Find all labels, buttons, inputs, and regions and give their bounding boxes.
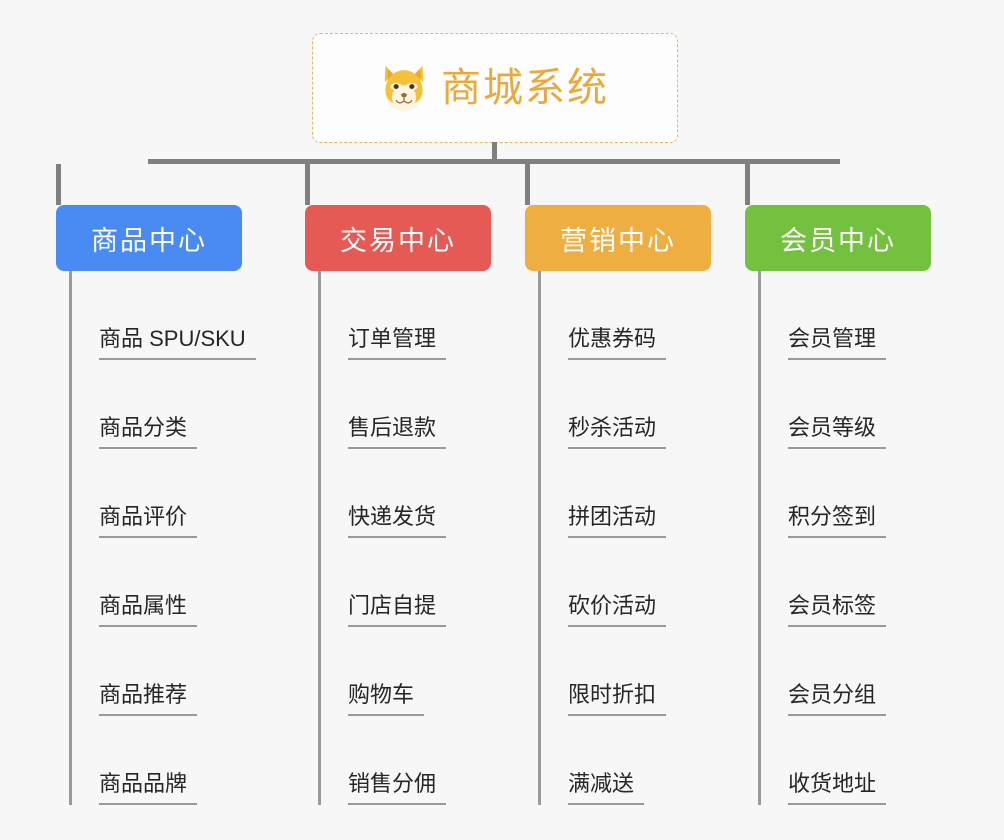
leaf-label: 秒杀活动 xyxy=(568,414,667,449)
list-item[interactable]: 会员分组 xyxy=(758,627,887,716)
list-item[interactable]: 收货地址 xyxy=(758,716,887,805)
list-item[interactable]: 商品推荐 xyxy=(69,627,256,716)
list-item[interactable]: 销售分佣 xyxy=(318,716,447,805)
connector-root-stem xyxy=(492,142,497,164)
list-item[interactable]: 售后退款 xyxy=(318,360,447,449)
leaf-label: 积分签到 xyxy=(788,503,887,538)
list-item[interactable]: 商品品牌 xyxy=(69,716,256,805)
list-item[interactable]: 商品评价 xyxy=(69,449,256,538)
leaf-label: 快递发货 xyxy=(348,503,447,538)
leaf-label: 售后退款 xyxy=(348,414,447,449)
leaf-list: 会员管理 会员等级 积分签到 会员标签 会员分组 收货地址 xyxy=(758,271,887,805)
connector-branch-drop xyxy=(745,164,750,205)
root-node[interactable]: 商城系统 xyxy=(312,33,678,143)
branch-spine xyxy=(318,271,321,805)
branch-header-label: 营销中心 xyxy=(560,225,676,256)
branch-header-button[interactable]: 商品中心 xyxy=(56,205,242,271)
branch-header-label: 会员中心 xyxy=(780,225,896,256)
leaf-label: 会员等级 xyxy=(788,414,887,449)
list-item[interactable]: 订单管理 xyxy=(318,271,447,360)
list-item[interactable]: 购物车 xyxy=(318,627,446,716)
list-item[interactable]: 砍价活动 xyxy=(538,538,667,627)
leaf-label: 商品分类 xyxy=(99,414,198,449)
leaf-label: 优惠券码 xyxy=(568,325,667,360)
connector-branch-drop xyxy=(525,164,530,205)
leaf-label: 会员管理 xyxy=(788,325,887,360)
leaf-label: 满减送 xyxy=(568,770,645,805)
list-item[interactable]: 优惠券码 xyxy=(538,271,667,360)
connector-branch-drop xyxy=(305,164,310,205)
branch-header-button[interactable]: 会员中心 xyxy=(745,205,931,271)
leaf-label: 商品推荐 xyxy=(99,681,198,716)
leaf-label: 购物车 xyxy=(348,681,425,716)
branch-spine xyxy=(69,271,72,805)
list-item[interactable]: 会员等级 xyxy=(758,360,887,449)
list-item[interactable]: 商品分类 xyxy=(69,360,256,449)
leaf-list: 优惠券码 秒杀活动 拼团活动 砍价活动 限时折扣 满减送 xyxy=(538,271,667,805)
branch-header-label: 交易中心 xyxy=(340,225,456,256)
branch-header-button[interactable]: 交易中心 xyxy=(305,205,491,271)
leaf-label: 销售分佣 xyxy=(348,770,447,805)
leaf-label: 会员分组 xyxy=(788,681,887,716)
leaf-label: 拼团活动 xyxy=(568,503,667,538)
leaf-list: 订单管理 售后退款 快递发货 门店自提 购物车 销售分佣 xyxy=(318,271,447,805)
branch-header-label: 商品中心 xyxy=(91,225,207,256)
leaf-label: 商品评价 xyxy=(99,503,198,538)
shiba-dog-emoji xyxy=(384,65,424,112)
list-item[interactable]: 满减送 xyxy=(538,716,666,805)
leaf-label: 商品 SPU/SKU xyxy=(99,325,256,360)
list-item[interactable]: 快递发货 xyxy=(318,449,447,538)
leaf-label: 收货地址 xyxy=(788,770,887,805)
leaf-label: 会员标签 xyxy=(788,592,887,627)
leaf-label: 砍价活动 xyxy=(568,592,667,627)
list-item[interactable]: 秒杀活动 xyxy=(538,360,667,449)
branch-header-button[interactable]: 营销中心 xyxy=(525,205,711,271)
branch-spine xyxy=(758,271,761,805)
leaf-label: 商品品牌 xyxy=(99,770,198,805)
branch-spine xyxy=(538,271,541,805)
list-item[interactable]: 商品属性 xyxy=(69,538,256,627)
leaf-label: 商品属性 xyxy=(99,592,198,627)
leaf-label: 订单管理 xyxy=(348,325,447,360)
list-item[interactable]: 限时折扣 xyxy=(538,627,667,716)
list-item[interactable]: 拼团活动 xyxy=(538,449,667,538)
list-item[interactable]: 会员管理 xyxy=(758,271,887,360)
connector-horizontal-bus xyxy=(148,159,840,164)
leaf-list: 商品 SPU/SKU 商品分类 商品评价 商品属性 商品推荐 商品品牌 xyxy=(69,271,256,805)
connector-branch-drop xyxy=(56,164,61,205)
list-item[interactable]: 会员标签 xyxy=(758,538,887,627)
root-title: 商城系统 xyxy=(441,66,609,110)
list-item[interactable]: 商品 SPU/SKU xyxy=(69,271,256,360)
list-item[interactable]: 门店自提 xyxy=(318,538,447,627)
leaf-label: 门店自提 xyxy=(348,592,447,627)
leaf-label: 限时折扣 xyxy=(568,681,667,716)
list-item[interactable]: 积分签到 xyxy=(758,449,887,538)
